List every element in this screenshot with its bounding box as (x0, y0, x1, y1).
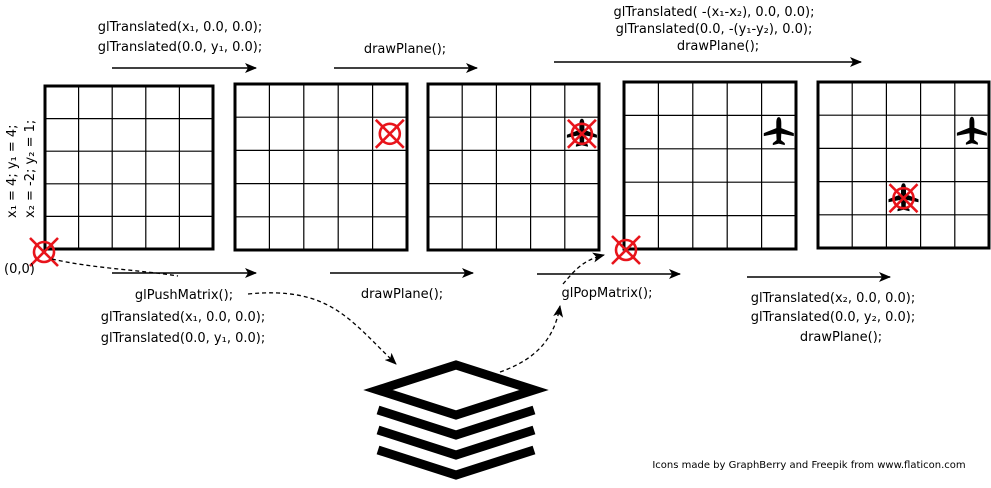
top-label-step3-line1: glTranslated( -(x₁-x₂), 0.0, 0.0); (613, 5, 814, 20)
top-label-step1-line1: glTranslated(x₁, 0.0, 0.0); (98, 20, 262, 35)
dashed-pop-to-marker (562, 252, 605, 285)
pop-marker-icon (610, 234, 642, 266)
top-label-step1-line2: glTranslated(0.0, y₁, 0.0); (98, 40, 262, 55)
bottom-label-draw: drawPlane(); (361, 287, 443, 302)
bottom-label-pop: glPopMatrix(); (562, 286, 653, 301)
top-label-step3-line3: drawPlane(); (677, 39, 759, 54)
bottom-label-final-line2: glTranslated(0.0, y₂, 0.0); (751, 310, 915, 325)
grid-2 (233, 82, 409, 252)
grid-border (43, 84, 215, 251)
bottom-label-final-line1: glTranslated(x₂, 0.0, 0.0); (751, 291, 915, 306)
grid-4 (622, 80, 798, 251)
crosshair-target-icon (888, 182, 919, 214)
icon-credit: Icons made by GraphBerry and Freepik fro… (652, 460, 965, 471)
top-label-step3-line2: glTranslated(0.0, -(y₁-y₂), 0.0); (616, 22, 813, 37)
grid-border (816, 80, 991, 250)
grid-border (426, 82, 601, 252)
variables-line-2: x₂ = -2; y₂ = 1; (23, 120, 38, 218)
matrix-stack-icon (363, 360, 549, 480)
dashed-stack-to-pop (499, 305, 564, 373)
grid-border (233, 82, 409, 252)
dashed-origin-to-grid2 (51, 258, 179, 277)
bottom-label-push-line3: glTranslated(0.0, y₁, 0.0); (101, 331, 265, 346)
bottom-label-push-line1: glPushMatrix(); (135, 288, 233, 303)
bottom-label-push-line2: glTranslated(x₁, 0.0, 0.0); (101, 310, 265, 325)
grid-5 (816, 80, 991, 250)
airplane-icon (956, 116, 987, 145)
dashed-push-to-stack (247, 292, 397, 365)
variables-line-1: x₁ = 4; y₁ = 4; (5, 124, 20, 218)
grid-border (622, 80, 798, 251)
grid-3 (426, 82, 601, 252)
crosshair-target-icon (566, 118, 598, 150)
grid-1 (43, 84, 215, 251)
airplane-icon (763, 117, 794, 146)
crosshair-target-icon (374, 118, 406, 150)
top-label-step2: drawPlane(); (364, 42, 446, 57)
origin-label: (0,0) (4, 262, 35, 277)
bottom-label-final-line3: drawPlane(); (800, 330, 882, 345)
